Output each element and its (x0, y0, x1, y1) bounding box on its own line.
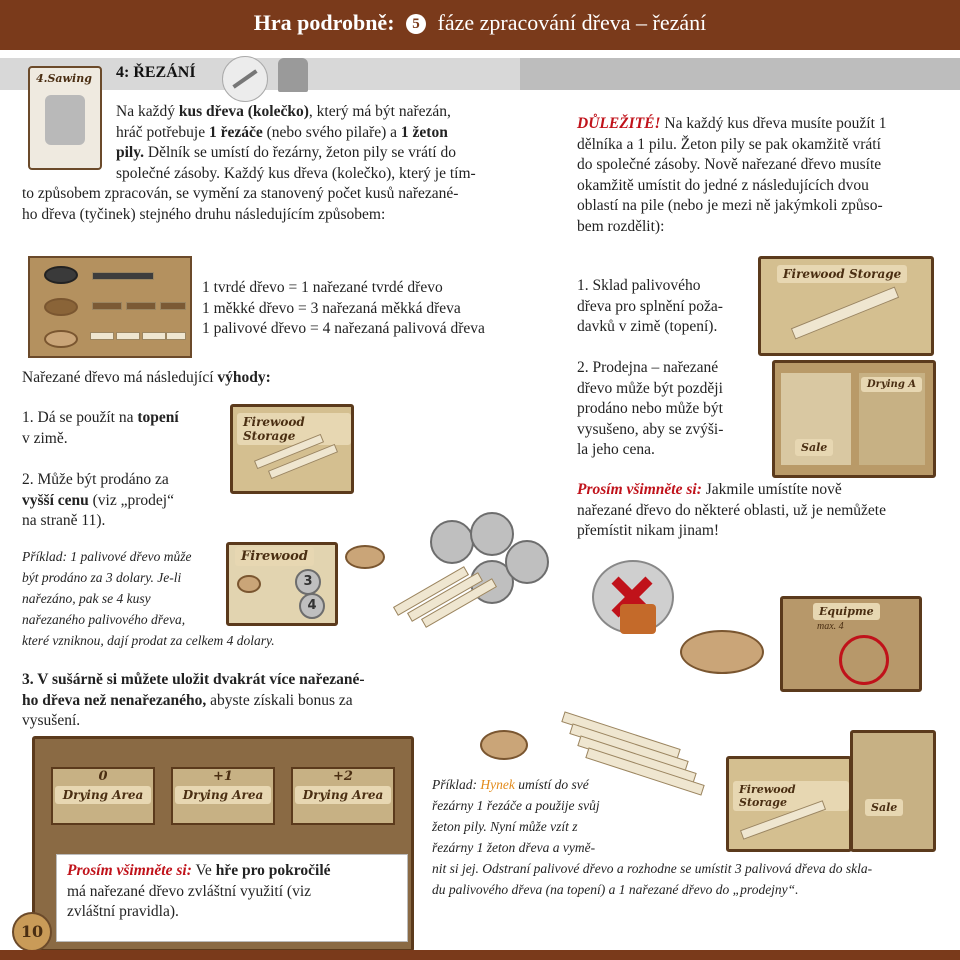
example-1: Příklad: 1 palivové dřevo může být prodá… (22, 549, 275, 648)
important-block: DŮLEŽITÉ! Na každý kus dřeva musíte použ… (577, 114, 947, 237)
firewood-log-icon (345, 545, 385, 569)
important-line: do společné zásoby. Nově nařezané dřevo … (577, 156, 882, 173)
conversion-item: 1 tvrdé dřevo = 1 nařezané tvrdé dřevo (202, 279, 443, 296)
plank-icon (92, 272, 154, 280)
conversion-item: 1 měkké dřevo = 3 nařezaná měkká dřeva (202, 299, 461, 317)
conversion-illustration (28, 256, 192, 358)
firewood-planks-group (390, 566, 500, 628)
header-prefix: Hra podrobně: (253, 10, 395, 35)
coin-icon (505, 540, 549, 584)
intro-line: to způsobem zpracován, se vymění za stan… (22, 185, 459, 202)
firewood-storage-board: Firewood Storage (230, 404, 354, 494)
firewood-log-icon (680, 630, 764, 674)
plank-icon (160, 302, 186, 310)
sale-drying-board: Sale Drying A (772, 360, 936, 478)
drying-slot-0: 0 Drying Area (51, 767, 155, 825)
intro-line: hráč potřebuje 1 řezáče (nebo svého pila… (116, 123, 448, 141)
player-name: Hynek (480, 777, 515, 792)
sale-area: Sale (781, 373, 851, 465)
plank-icon (126, 302, 156, 310)
firewood-storage-board-right: Firewood Storage (758, 256, 934, 356)
intro-line: ho dřeva (tyčinek) stejného druhu násled… (22, 205, 386, 223)
drying-area-partial: Drying A (859, 373, 925, 465)
page-number: 10 (12, 912, 52, 952)
drying-slot-2: +2 Drying Area (291, 767, 395, 825)
section-title: 4: ŘEZÁNÍ (116, 64, 196, 81)
conversion-list: 1 tvrdé dřevo = 1 nařezané tvrdé dřevo 1… (202, 278, 542, 340)
drying-slot-1: +1 Drying Area (171, 767, 275, 825)
bottom-border (0, 950, 960, 960)
firewood-storage-label: Firewood Storage (237, 413, 351, 445)
page-header: Hra podrobně: 5 fáze zpracování dřeva – … (0, 10, 960, 36)
plank-icon (90, 332, 114, 340)
intro-text-b: to způsobem zpracován, se vymění za stan… (22, 184, 542, 225)
coin-4-icon: 4 (299, 593, 325, 619)
worker-removed-icon (839, 635, 889, 685)
sawyer-worker-icon (620, 604, 656, 634)
plank-icon (166, 332, 186, 340)
firewood-label: Firewood (235, 547, 314, 566)
option-1: 1. Sklad palivového dřeva pro splnění po… (577, 277, 723, 335)
firewood-log-icon (480, 730, 528, 760)
section-bar-right (520, 58, 960, 90)
intro-text-a: Na každý kus dřeva (kolečko), který má b… (116, 102, 536, 184)
saw-token-icon (222, 56, 268, 102)
example-2: Příklad: Hynek umístí do své řezárny 1 ř… (432, 777, 873, 897)
header-bar (0, 0, 960, 50)
plank-icon (790, 286, 900, 340)
plank-icon (92, 302, 122, 310)
important-line: Na každý kus dřeva musíte použít 1 (660, 115, 887, 132)
intro-line: Na každý kus dřeva (kolečko), který má b… (116, 103, 451, 120)
coin-icon (430, 520, 474, 564)
firewood-log-icon (44, 330, 78, 348)
intro-line: společné zásoby. Každý kus dřeva (kolečk… (116, 164, 476, 182)
important-line: oblastí na pile (nebo je mezi ně jakýmko… (577, 197, 883, 214)
intro-line: pily. Dělník se umístí do řezárny, žeton… (116, 144, 456, 161)
saw-token-icon (592, 560, 674, 634)
coin-icon (470, 512, 514, 556)
conversion-item: 1 palivové dřevo = 4 nařezaná palivová d… (202, 320, 485, 337)
option-2: 2. Prodejna – nařezané dřevo může být po… (577, 359, 724, 458)
sale-board-bottom: Sale (850, 730, 936, 852)
important-label: DŮLEŽITÉ! (577, 115, 661, 132)
worker-meeple-icon (45, 95, 85, 145)
advantages-heading: Nařezané dřevo má následující výhody: (22, 369, 271, 386)
important-line: dělníka a 1 pilu. Žeton pily se pak okam… (577, 135, 881, 153)
important-line: bem rozdělit): (577, 217, 665, 235)
sawing-card: 4.Sawing (28, 66, 102, 170)
advantage-1: 1. Dá se použít na topení v zimě. (22, 409, 179, 447)
worker-icon (278, 58, 308, 92)
advantage-2: 2. Může být prodáno za vyšší cenu (viz „… (22, 471, 174, 529)
coin-3-icon: 3 (295, 569, 321, 595)
advanced-notice: Prosím všimněte si: Ve hře pro pokročilé… (56, 854, 408, 942)
sawing-card-label: 4.Sawing (36, 72, 92, 85)
plank-icon (142, 332, 166, 340)
firewood-storage-board-bottom: Firewood Storage (726, 756, 852, 852)
firewood-log-icon (237, 575, 261, 593)
placement-notice: Prosím všimněte si: Jakmile umístíte nov… (577, 481, 886, 539)
firewood-board: Firewood 3 4 (226, 542, 338, 626)
phase-number-badge: 5 (406, 14, 427, 34)
header-suffix: fáze zpracování dřeva – řezání (437, 10, 707, 35)
softwood-log-icon (44, 298, 78, 316)
important-line: okamžitě umístit do jedné z následujícíc… (577, 176, 869, 194)
equipment-board: Equipme max. 4 (780, 596, 922, 692)
advantage-3: 3. V sušárně si můžete uložit dvakrát ví… (22, 671, 365, 729)
plank-icon (116, 332, 140, 340)
hardwood-log-icon (44, 266, 78, 284)
